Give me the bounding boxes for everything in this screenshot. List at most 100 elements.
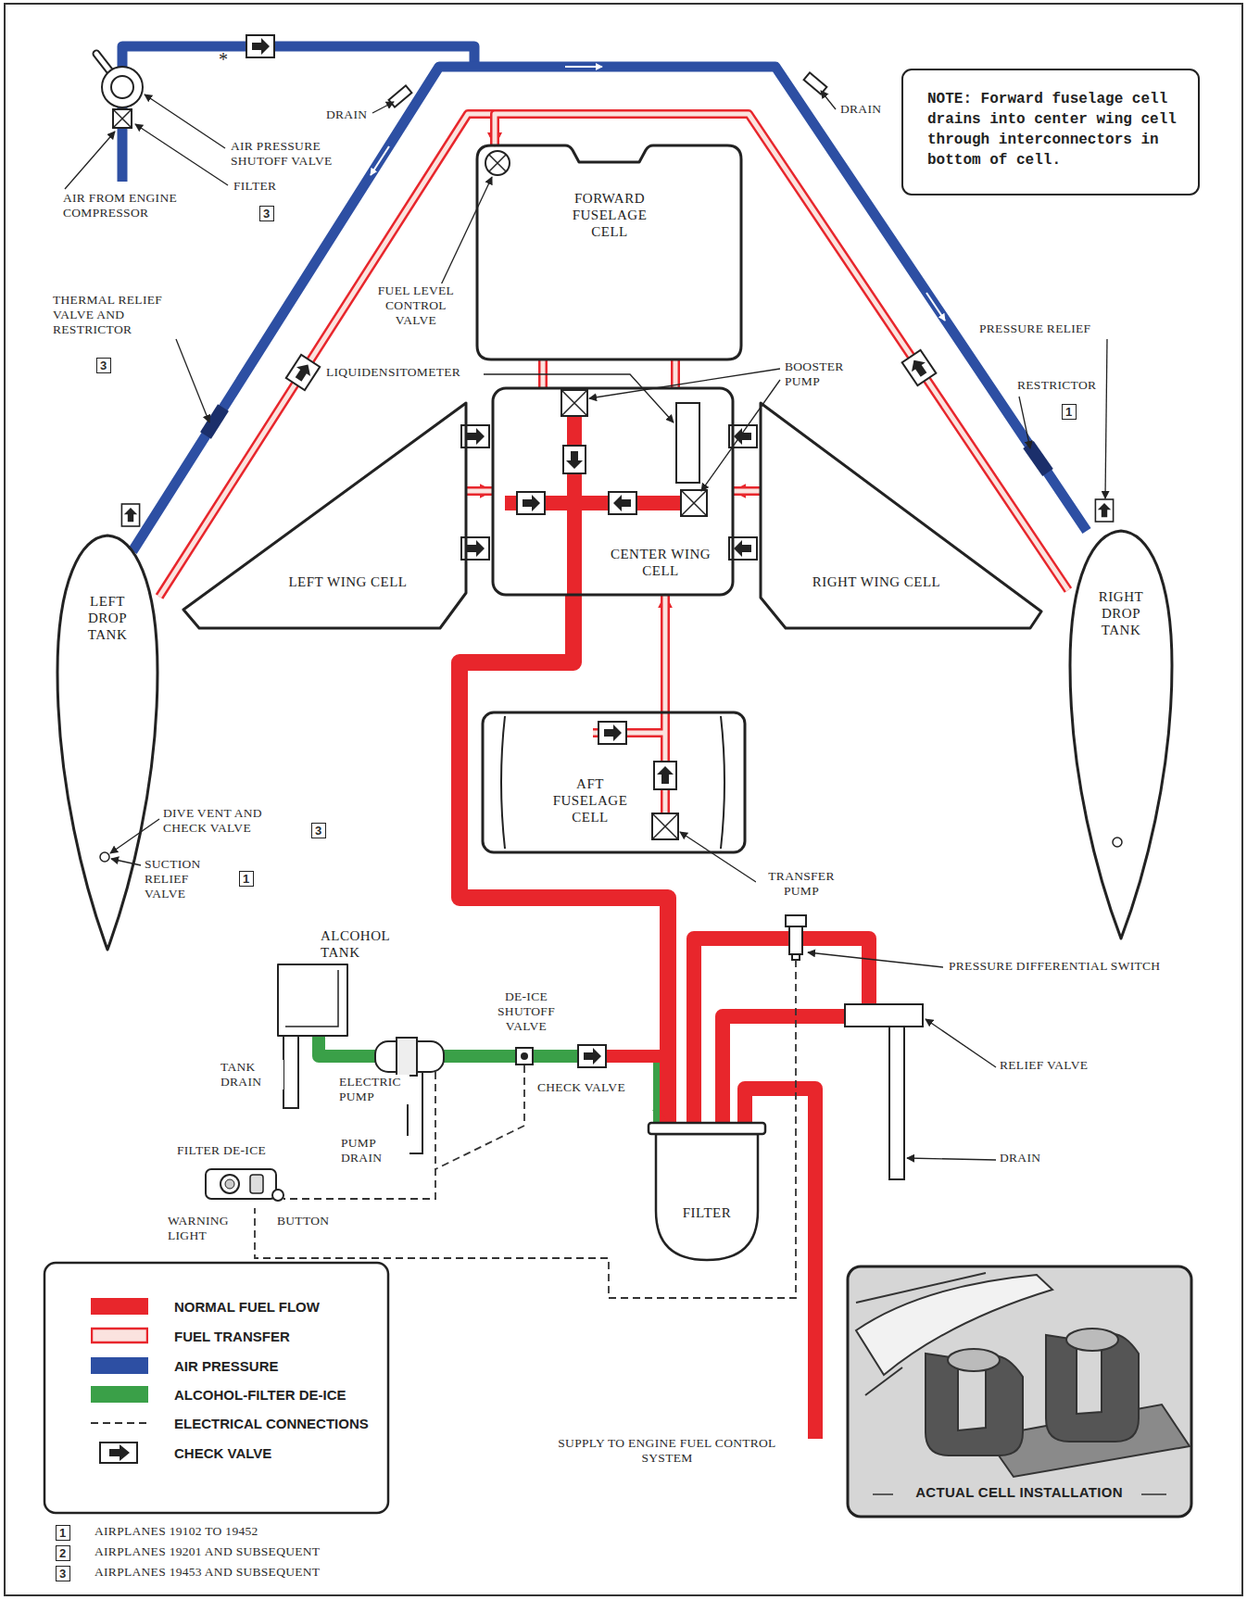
legend-swatch <box>90 1357 149 1374</box>
callout-number: 1 <box>55 1524 71 1541</box>
alcohol-system-parts <box>407 1071 423 1154</box>
legend-text: AIR PRESSURE <box>174 1358 279 1375</box>
alcohol-system-parts <box>520 1052 529 1060</box>
fuel-line-connector <box>459 594 668 1123</box>
engine-supply-lines <box>598 938 870 1439</box>
legend-sample <box>90 1324 149 1348</box>
note-frame <box>902 69 1199 195</box>
pressure-differential-switch <box>792 954 800 960</box>
filter-deice-panel <box>225 1179 235 1189</box>
pumps-and-gauges <box>100 151 1122 862</box>
legend-text: NORMAL FUEL FLOW <box>174 1298 320 1316</box>
node-shape <box>183 403 467 629</box>
leader-lines <box>589 368 781 399</box>
part-label: * <box>216 51 230 67</box>
filter-deice-panel <box>205 1169 277 1199</box>
leader-lines <box>135 124 228 186</box>
connector-path <box>159 113 495 597</box>
pumps-and-gauges <box>676 403 700 483</box>
leader-lines <box>906 1158 996 1160</box>
fuel-component: FORWARD FUSELAGE CELL <box>477 145 742 360</box>
alcohol-system-parts <box>396 1037 417 1076</box>
filter-bowl <box>655 1133 758 1260</box>
legend-frame <box>44 1262 389 1513</box>
legend-swatch <box>90 1327 149 1345</box>
page-border <box>4 3 1243 1596</box>
leader-lines <box>1019 396 1031 449</box>
pumps-and-gauges <box>1112 837 1122 847</box>
check-valves <box>654 761 677 790</box>
legend-swatch <box>90 1444 149 1462</box>
leader-lines <box>64 90 1108 1160</box>
leader-lines <box>925 1019 996 1068</box>
pressure-differential-switch <box>785 915 807 927</box>
part-label: THERMAL RELIEF VALVE AND RESTRICTOR <box>50 292 194 338</box>
transfer-lines <box>592 359 676 814</box>
filter-deice-panel <box>220 1174 240 1194</box>
electrical-wiring <box>254 959 796 1298</box>
fuel-component: RIGHT DROP TANK <box>1068 530 1174 939</box>
node-shape <box>846 1265 1193 1518</box>
node-text: RIGHT DROP TANK <box>1086 588 1156 639</box>
pressure-differential-switch <box>785 915 807 960</box>
fuel-component: AFT FUSELAGE CELL <box>482 712 745 853</box>
node-shape <box>648 1122 766 1260</box>
node-text: CENTER WING CELL <box>609 545 712 580</box>
cell-panel <box>501 716 725 849</box>
pressure-differential-switch <box>789 926 803 955</box>
part-label: WARNING LIGHT <box>165 1213 242 1244</box>
legend-swatch <box>90 1297 149 1315</box>
check-valves <box>1095 499 1113 522</box>
node-shape <box>477 145 742 360</box>
legend-swatch <box>90 1414 149 1432</box>
node-text: NOTE: Forward fuselage cell drains into … <box>927 88 1183 171</box>
inset-frame <box>847 1266 1192 1517</box>
leader-lines <box>701 379 781 492</box>
fuel-component: LEFT WING CELL <box>183 403 467 629</box>
legend-text: ELECTRICAL CONNECTIONS <box>174 1415 369 1433</box>
note-box: NOTE: Forward fuselage cell drains into … <box>901 68 1200 196</box>
air-shutoff-valve <box>113 109 132 128</box>
part-label: TRANSFER PUMP <box>755 869 848 899</box>
part-label: PRESSURE DIFFERENTIAL SWITCH <box>946 958 1162 974</box>
filter-deice-panel <box>272 1189 284 1201</box>
part-label: FUEL LEVEL CONTROL VALVE <box>367 283 465 328</box>
legend-text: CHECK VALVE <box>174 1445 272 1462</box>
callout-number: 3 <box>96 357 112 374</box>
fuel-line-connector <box>318 1035 660 1123</box>
filter-rim <box>648 1122 766 1134</box>
check-valves <box>121 503 139 527</box>
part-label: PUMP DRAIN <box>339 1135 410 1166</box>
legend-sample <box>90 1441 149 1464</box>
callout-number: 3 <box>311 822 327 839</box>
cell-outline <box>760 403 1042 629</box>
part-label: DIVE VENT AND CHECK VALVE <box>161 806 309 836</box>
fuel-line-connector <box>665 594 667 713</box>
legend-sample <box>91 1328 148 1343</box>
air-shutoff-valve <box>96 53 143 128</box>
cell-illustration <box>1066 1328 1119 1351</box>
electrical-wiring <box>435 1065 525 1170</box>
fuel-line-connector <box>466 491 493 492</box>
air-flow-arrows <box>370 146 390 176</box>
part-label: SUPPLY TO ENGINE FUEL CONTROL SYSTEM <box>554 1435 781 1466</box>
leader-lines <box>372 101 394 114</box>
air-flow-arrows <box>370 66 945 321</box>
tank-edge <box>285 969 339 1027</box>
connector-path <box>732 489 761 494</box>
part-label: FILTER <box>231 178 278 194</box>
part-label: SUCTION RELIEF VALVE <box>142 856 226 902</box>
part-label: CHECK VALVE <box>535 1080 628 1096</box>
part-label: AIRPLANES 19102 TO 19452 <box>92 1524 261 1539</box>
part-label: BUTTON <box>275 1213 331 1229</box>
fuel-component: ALCOHOL TANK <box>277 964 348 1036</box>
drain-symbols <box>389 85 413 107</box>
node-text: ALCOHOL TANK <box>320 927 410 961</box>
node-text: AFT FUSELAGE CELL <box>545 775 635 826</box>
legend-sample <box>90 1411 149 1435</box>
filter-deice-panel <box>250 1174 264 1194</box>
fuel-component: RIGHT WING CELL <box>760 403 1042 629</box>
pumps-and-gauges <box>680 490 707 517</box>
pumps-and-gauges <box>485 151 510 176</box>
